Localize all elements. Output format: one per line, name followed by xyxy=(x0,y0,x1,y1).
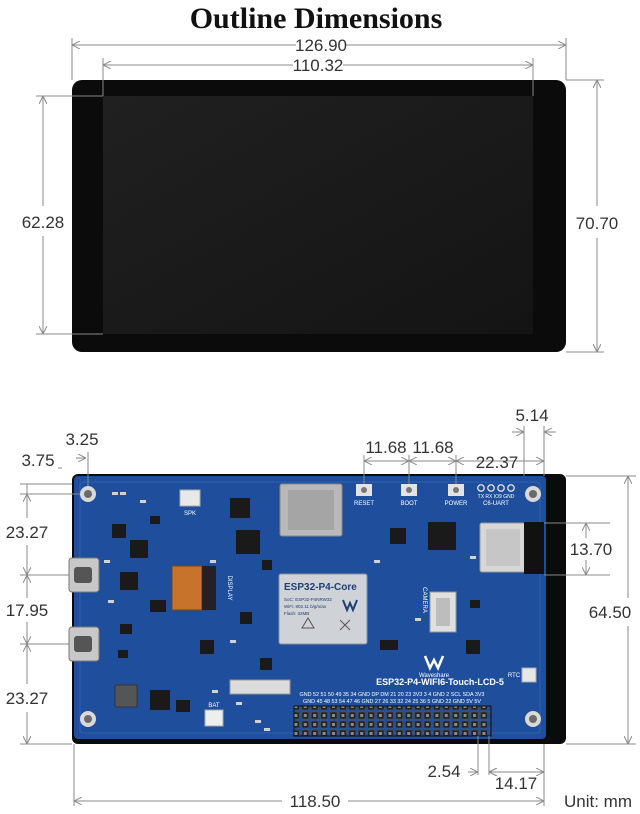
label-uart-pins: TX RX IO9 GND xyxy=(478,494,515,500)
label-power: POWER xyxy=(445,501,468,507)
weee-icon xyxy=(339,619,351,631)
label-uart: C6-UART xyxy=(483,501,509,507)
dim-edge-margin: 5.14 xyxy=(515,406,548,425)
front-view: 126.90 110.32 62.28 70.70 xyxy=(22,36,619,353)
label-display: DISPLAY xyxy=(226,576,232,601)
page-title: Outline Dimensions xyxy=(190,2,443,35)
battery-connector xyxy=(204,709,224,727)
gpio-header xyxy=(293,705,492,737)
pin-labels-bottom: GND 45 48 53 54 47 46 GND 27 26 33 32 24… xyxy=(303,699,481,705)
label-product-name: ESP32-P4-WIFI6-Touch-LCD-5 xyxy=(376,677,504,687)
dim-button-pitch-1: 11.68 xyxy=(365,438,406,457)
module-logo-icon xyxy=(342,599,358,613)
back-view: RESET BOOT POWER TX RX IO9 GND C6-UART S… xyxy=(6,406,636,811)
dim-active-width: 110.32 xyxy=(293,56,344,75)
dim-hole-offset-y: 3.75 xyxy=(21,451,54,470)
back-dimensions xyxy=(27,432,628,806)
dim-button-to-edge: 22.37 xyxy=(476,453,519,472)
dim-button-pitch-2: 11.68 xyxy=(412,438,453,457)
label-spk: SPK xyxy=(184,511,196,517)
unit-label: Unit: mm xyxy=(564,792,632,811)
lcd-active-area xyxy=(103,96,533,334)
dim-board-height: 64.50 xyxy=(589,603,632,622)
mounting-holes xyxy=(80,486,541,727)
module-name: ESP32-P4-Core xyxy=(284,582,357,593)
dim-total-width: 126.90 xyxy=(295,36,347,55)
dim-module-height: 13.70 xyxy=(570,540,613,559)
uart-header xyxy=(477,484,515,492)
rtc-connector xyxy=(521,667,537,683)
label-reset: RESET xyxy=(354,501,374,507)
usb-c-ports xyxy=(68,557,100,662)
dim-header-pitch: 2.54 xyxy=(427,762,460,781)
ce-mark-icon xyxy=(301,617,315,629)
waveshare-logo-icon xyxy=(423,655,445,672)
module-wifi: WiFi: 802.11 b/g/n/ax xyxy=(284,604,327,609)
smd-passives xyxy=(104,492,476,731)
dim-total-height: 70.70 xyxy=(576,214,619,233)
dim-header-offset: 14.17 xyxy=(495,774,538,793)
dim-usb-pitch: 17.95 xyxy=(6,601,49,620)
smd-components xyxy=(112,498,480,712)
buttons xyxy=(356,484,464,496)
label-rtc: RTC xyxy=(508,673,521,679)
core-module: ESP32-P4-Core SoC: ESP32-P4NRW32 WiFi: 8… xyxy=(278,573,368,645)
front-dimensions xyxy=(43,45,597,352)
module-soc: SoC: ESP32-P4NRW32 xyxy=(284,597,332,602)
dim-active-height: 62.28 xyxy=(22,213,65,232)
label-bat: BAT xyxy=(208,703,220,709)
label-brand: Waveshare xyxy=(419,673,450,679)
label-camera: CAMERA xyxy=(421,587,427,613)
speaker-connector xyxy=(179,489,201,507)
dim-usb-bottom-gap: 23.27 xyxy=(6,689,49,708)
pin-labels-top: GND 52 51 50 49 35 34 GND DP DM 21 20 23… xyxy=(300,692,485,698)
inductor xyxy=(114,684,138,708)
dim-hole-offset-x: 3.25 xyxy=(65,430,98,449)
label-boot: BOOT xyxy=(400,501,417,507)
dim-board-width: 118.50 xyxy=(290,792,341,811)
display-fpc-connector xyxy=(171,565,203,611)
dim-usb-top-gap: 23.27 xyxy=(6,523,49,542)
module-flash: Flash: 32MB xyxy=(284,611,309,616)
